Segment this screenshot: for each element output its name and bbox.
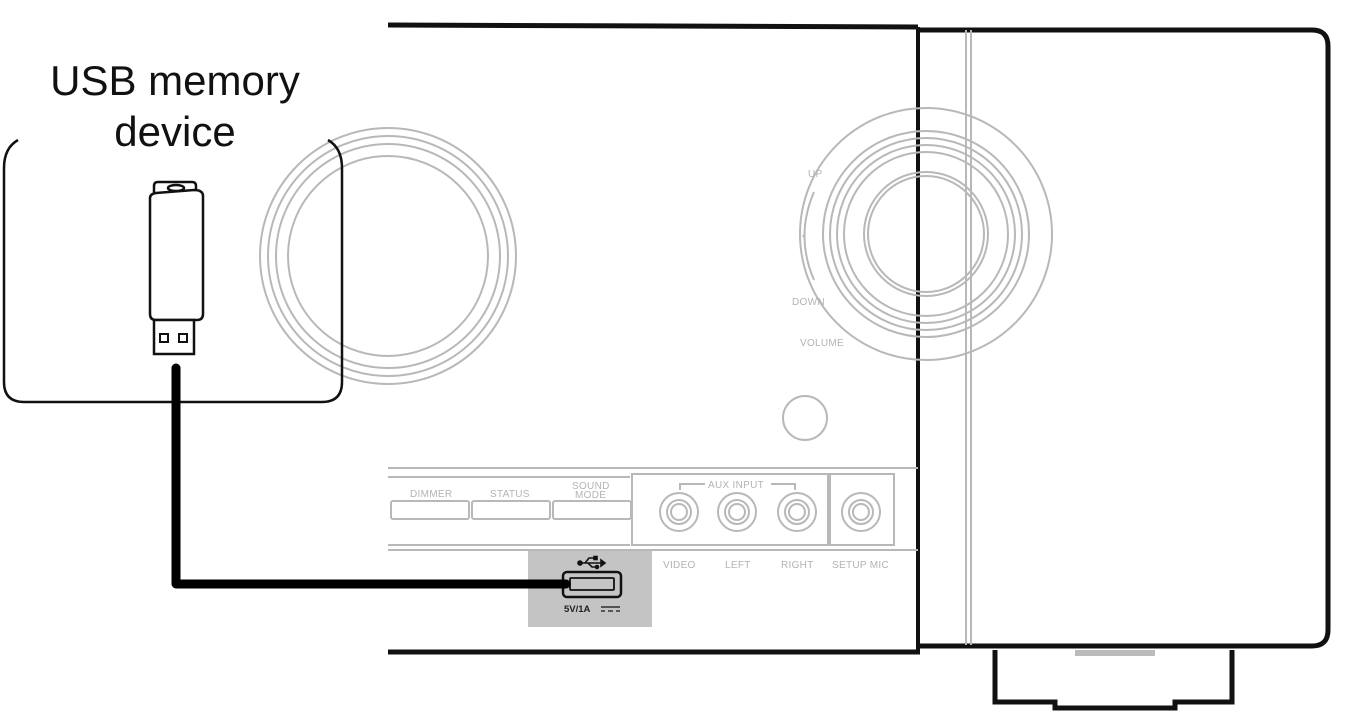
- setup-mic-label: SETUP MIC: [832, 560, 889, 571]
- small-round-button[interactable]: [782, 395, 828, 441]
- usb-port[interactable]: [561, 570, 623, 599]
- left-jack-label: LEFT: [725, 560, 751, 571]
- panel-buttons: DIMMER STATUS SOUND MODE: [390, 481, 632, 520]
- front-panel: [388, 30, 972, 645]
- usb-port-rating: 5V/1A: [564, 604, 591, 615]
- aux-bracket: [679, 483, 796, 490]
- left-audio-jack[interactable]: [717, 492, 757, 532]
- usb-port-area: 5V/1A: [528, 551, 652, 627]
- usb-device-callout: USB memory device: [2, 57, 344, 404]
- dimmer-button[interactable]: [390, 500, 470, 520]
- usb-stick-icon: [148, 180, 205, 356]
- volume-scale-arc: [803, 191, 815, 281]
- chassis-foot: [992, 650, 1235, 711]
- video-jack[interactable]: [659, 492, 699, 532]
- right-jack-label: RIGHT: [781, 560, 814, 571]
- usb-device-title-line1: USB memory: [50, 57, 300, 104]
- right-audio-jack[interactable]: [777, 492, 817, 532]
- aux-input-group: [631, 473, 895, 546]
- chassis-top-edge: [387, 22, 919, 30]
- volume-scale-dot: [802, 234, 806, 238]
- status-label: STATUS: [490, 489, 530, 500]
- setup-mic-panel: [829, 473, 895, 546]
- usb-cable: [171, 363, 571, 589]
- usb-trident-icon: [577, 555, 607, 570]
- sound-mode-button[interactable]: [552, 500, 632, 520]
- sound-mode-label-line1: SOUND: [572, 481, 610, 492]
- volume-label: VOLUME: [800, 338, 844, 349]
- input-selector-knob[interactable]: [259, 127, 517, 385]
- chassis-right-outline: [918, 27, 1331, 649]
- video-jack-label: VIDEO: [663, 560, 696, 571]
- setup-mic-jack[interactable]: [841, 492, 881, 532]
- aux-input-panel: [631, 473, 829, 546]
- dc-symbol-icon: [601, 606, 620, 612]
- volume-down-label: DOWN: [792, 297, 825, 308]
- usb-device-title-line2: device: [114, 108, 235, 155]
- volume-up-label: UP: [808, 169, 823, 180]
- dimmer-label: DIMMER: [410, 489, 452, 500]
- sound-mode-label-line2: MODE: [575, 490, 606, 501]
- volume-knob[interactable]: [799, 107, 1053, 361]
- aux-input-label: AUX INPUT: [708, 480, 764, 491]
- status-button[interactable]: [471, 500, 551, 520]
